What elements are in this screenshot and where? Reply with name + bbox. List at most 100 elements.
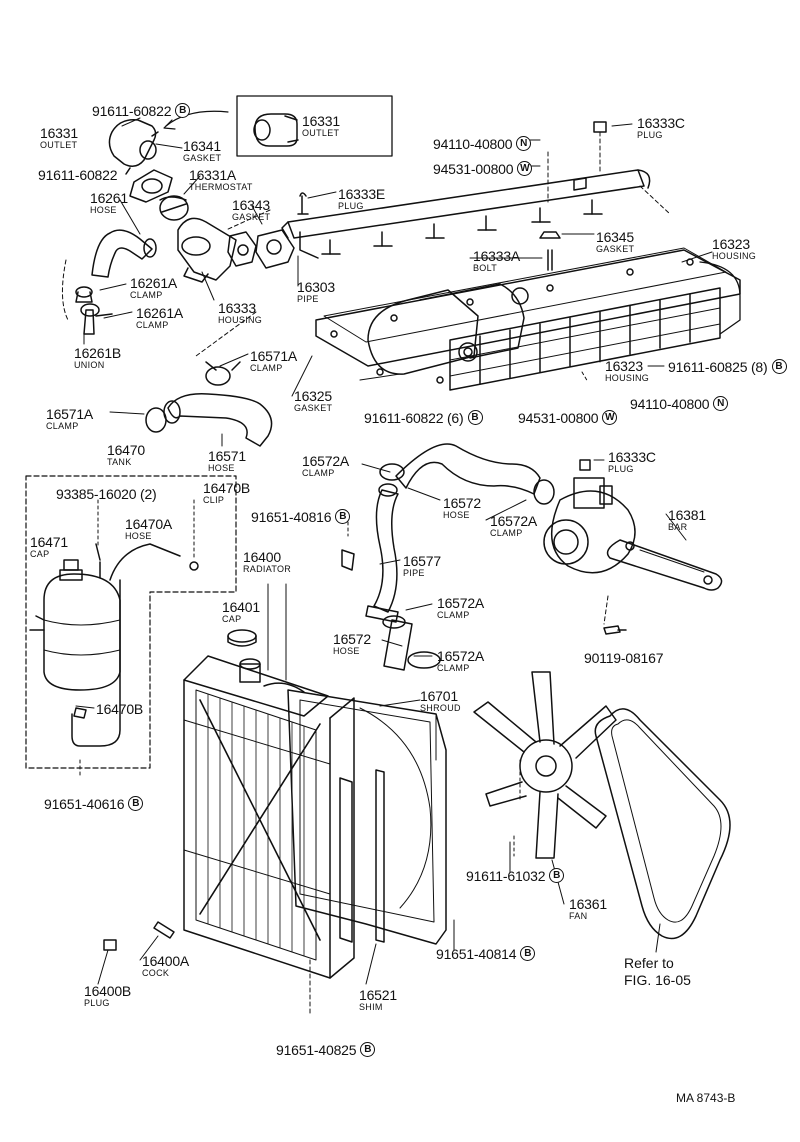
callout-number: 16261A	[136, 305, 184, 321]
housing-16323	[315, 247, 741, 391]
callout-number: 16572	[333, 631, 371, 647]
callout-number: 16333C	[637, 115, 685, 131]
symbol-b-icon: B	[128, 796, 144, 811]
callout-number: 16572A	[437, 595, 485, 611]
callout-number: 16571A	[250, 348, 298, 364]
callout-number: 16333E	[338, 186, 386, 202]
callout-number: 91651-40816	[251, 508, 332, 525]
reservoir-tank-16470	[25, 475, 237, 777]
symbol-n-icon: N	[516, 136, 532, 151]
callout-number: 16261B	[74, 345, 122, 361]
symbol-n-icon: N	[713, 396, 729, 411]
callout-number: 16572A	[437, 648, 485, 664]
radiator-16400	[103, 583, 355, 1015]
callout-caption: GASKET	[596, 244, 635, 254]
pipe-16577-hose-16572	[341, 443, 555, 671]
callout-number: 91611-60822	[92, 102, 172, 119]
callout-number: 16400A	[142, 953, 190, 969]
callout-caption: GASKET	[294, 403, 333, 413]
callout-number: 16331	[302, 113, 340, 129]
callout-number: 16521	[359, 987, 397, 1003]
callout-number: 16470	[107, 442, 145, 458]
callout-number: 93385-16020 (2)	[56, 486, 157, 502]
pipe-16303	[281, 121, 671, 271]
callout-number: 16572A	[302, 453, 350, 469]
callout-c23: 91611-60825 (8)B	[668, 359, 787, 374]
callout-caption: CLAMP	[136, 320, 169, 330]
callout-caption: BOLT	[473, 263, 498, 273]
callout-caption: UNION	[74, 360, 105, 370]
callout-c33: 93385-16020 (2)	[56, 487, 157, 501]
callout-caption: COCK	[142, 968, 170, 978]
symbol-b-icon: B	[360, 1042, 376, 1057]
callout-number: 91611-60822 (6)	[364, 409, 464, 426]
callout-caption: HOSE	[208, 463, 235, 473]
callout-number: 16261	[90, 190, 128, 206]
callout-number: 16381	[668, 507, 706, 523]
callout-caption: PLUG	[608, 464, 634, 474]
callout-number: 94110-40800	[433, 135, 513, 152]
callout-c25: 91611-60822 (6)B	[364, 410, 483, 425]
shroud-16701	[287, 689, 447, 945]
callout-caption: PLUG	[338, 201, 364, 211]
callout-caption: GASKET	[183, 153, 222, 163]
callout-caption: CLAMP	[46, 421, 79, 431]
callout-number: 16331	[40, 125, 78, 141]
callout-number: 91611-60825 (8)	[668, 358, 768, 375]
callout-caption: CLAMP	[490, 528, 523, 538]
diagram-code: MA 8743-B	[676, 1091, 736, 1105]
callout-caption: GASKET	[232, 212, 271, 222]
callout-number: 16572A	[490, 513, 538, 529]
callout-caption: PLUG	[637, 130, 663, 140]
refer-line1: Refer to	[624, 955, 674, 971]
callout-number: 16303	[297, 279, 335, 295]
callout-caption: OUTLET	[40, 140, 78, 150]
callout-number: 94110-40800	[630, 395, 710, 412]
callout-caption: HOSE	[333, 646, 360, 656]
callout-caption: OUTLET	[302, 128, 340, 138]
leader-lines	[75, 117, 713, 985]
callout-number: 16572	[443, 495, 481, 511]
callout-caption: CLAMP	[437, 610, 470, 620]
callout-number: 91651-40825	[276, 1041, 357, 1058]
callout-c49: 16470B	[96, 702, 143, 716]
callout-number: 16323	[712, 236, 750, 252]
refer-note: Refer to FIG. 16-05	[624, 956, 691, 987]
callout-number: 16577	[403, 553, 441, 569]
v-belt	[594, 708, 731, 940]
callout-number: 16571A	[46, 406, 94, 422]
callout-caption: SHROUD	[420, 703, 461, 713]
callout-number: 16333	[218, 300, 256, 316]
callout-caption: HOSE	[125, 531, 152, 541]
